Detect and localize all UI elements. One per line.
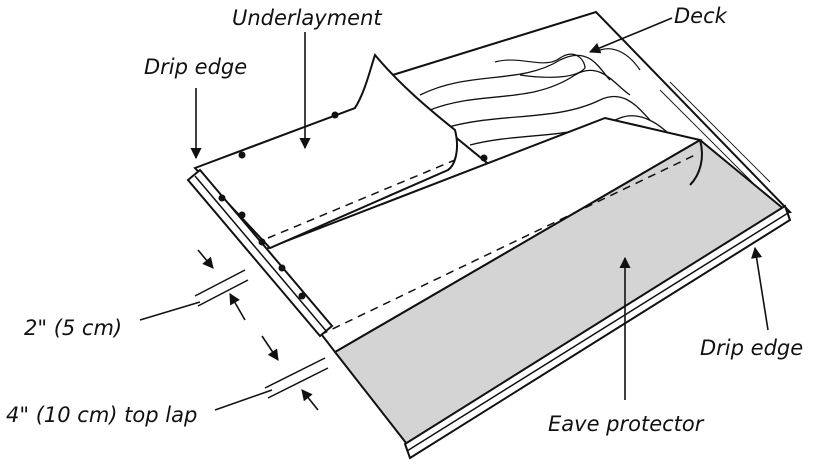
- label-drip-edge-right: Drip edge: [700, 336, 804, 360]
- label-deck: Deck: [674, 4, 727, 28]
- arrow-deck: [588, 17, 673, 54]
- drip-edge-left: [186, 168, 334, 338]
- nail-3: [480, 154, 488, 162]
- nail-2: [331, 111, 339, 119]
- drip-edge-bottom: [403, 204, 792, 460]
- label-eave-protector: Eave protector: [548, 412, 704, 436]
- label-drip-edge-top: Drip edge: [144, 55, 248, 79]
- dimension-4in: [214, 335, 329, 411]
- label-underlayment: Underlayment: [232, 6, 382, 30]
- dimension-2in: [139, 249, 249, 321]
- arrow-drip-edge-right: [751, 246, 769, 331]
- nail-1: [238, 151, 246, 159]
- label-top-lap: 4" (10 cm) top lap: [6, 403, 198, 427]
- label-two-inch: 2" (5 cm): [24, 316, 123, 340]
- nail-line-upper: [267, 159, 456, 239]
